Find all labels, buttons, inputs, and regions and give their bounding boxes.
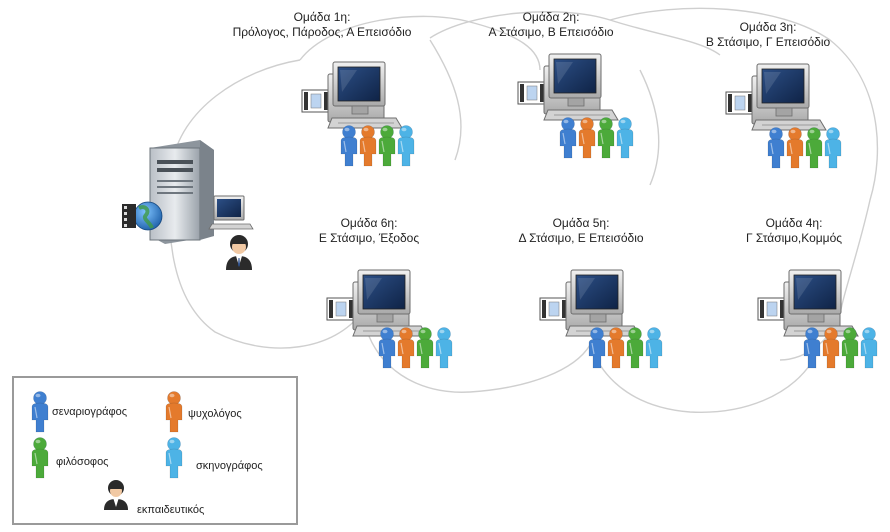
group-5-desc: Δ Στάσιμο, Ε Επεισόδιο	[518, 231, 644, 245]
psychologist-icon	[397, 326, 415, 369]
legend-set-designer-label: σκηνογράφος	[196, 460, 263, 472]
group-6-name: Ομάδα 6η:	[340, 216, 398, 230]
group-1-name: Ομάδα 1η:	[293, 10, 351, 24]
philosopher-icon	[841, 326, 859, 369]
group-6-label: Ομάδα 6η: Ε Στάσιμο, Έξοδος	[298, 216, 440, 246]
philosopher-icon	[378, 124, 396, 167]
ring-path	[168, 59, 363, 349]
teacher-legend-icon	[104, 480, 128, 510]
screenwriter-icon	[378, 326, 396, 369]
group-2-cluster	[517, 53, 634, 159]
screenwriter-icon	[31, 390, 49, 433]
group-5-cluster	[539, 269, 663, 369]
group-3-label: Ομάδα 3η: Β Στάσιμο, Γ Επεισόδιο	[680, 20, 856, 50]
group-6-cluster	[326, 269, 453, 369]
philosopher-icon	[31, 436, 49, 479]
group-5-name: Ομάδα 5η:	[552, 216, 610, 230]
ring-path	[429, 39, 462, 161]
legend: σεναριογράφος ψυχολόγος φιλόσοφος σκηνογ…	[12, 376, 298, 525]
legend-teacher-label: εκπαιδευτικός	[137, 504, 205, 516]
computer-icon	[725, 63, 827, 131]
psychologist-icon	[165, 390, 183, 433]
group-4-name: Ομάδα 4η:	[765, 216, 823, 230]
group-3-cluster	[725, 63, 842, 169]
teacher-icon	[226, 235, 252, 270]
computer-icon	[301, 61, 403, 129]
set-designer-icon	[397, 124, 415, 167]
group-3-desc: Β Στάσιμο, Γ Επεισόδιο	[705, 35, 831, 49]
screenwriter-icon	[340, 124, 358, 167]
group-4-cluster	[757, 269, 878, 369]
legend-philosopher-label: φιλόσοφος	[56, 456, 109, 468]
psychologist-icon	[822, 326, 840, 369]
psychologist-icon	[359, 124, 377, 167]
group-3-name: Ομάδα 3η:	[739, 20, 797, 34]
philosopher-icon	[626, 326, 644, 369]
group-2-name: Ομάδα 2η:	[522, 10, 580, 24]
screenwriter-icon	[559, 116, 577, 159]
group-1-cluster	[301, 61, 415, 167]
group-6-desc: Ε Στάσιμο, Έξοδος	[318, 231, 420, 245]
legend-icons	[31, 390, 183, 510]
set-designer-icon	[645, 326, 663, 369]
computer-icon	[517, 53, 619, 121]
group-4-label: Ομάδα 4η: Γ Στάσιμο,Κομμός	[720, 216, 868, 246]
ring-path	[429, 11, 721, 56]
legend-screenwriter-label: σεναριογράφος	[52, 406, 128, 418]
ring-path	[639, 69, 660, 186]
group-2-label: Ομάδα 2η: Α Στάσιμο, Β Επεισόδιο	[456, 10, 646, 40]
group-4-desc: Γ Στάσιμο,Κομμός	[745, 231, 843, 245]
psychologist-icon	[607, 326, 625, 369]
set-designer-icon	[616, 116, 634, 159]
set-designer-icon	[435, 326, 453, 369]
group-5-label: Ομάδα 5η: Δ Στάσιμο, Ε Επεισόδιο	[496, 216, 666, 246]
screenwriter-icon	[588, 326, 606, 369]
computer-icon	[326, 269, 428, 337]
ring-path	[589, 344, 813, 413]
screenwriter-icon	[803, 326, 821, 369]
philosopher-icon	[416, 326, 434, 369]
computer-icon	[539, 269, 641, 337]
legend-psychologist-label: ψυχολόγος	[188, 408, 242, 420]
screenwriter-icon	[767, 126, 785, 169]
group-1-desc: Πρόλογος, Πάροδος, Α Επεισόδιο	[232, 25, 412, 39]
set-designer-icon	[165, 436, 183, 479]
teacher-computer-icon	[208, 195, 254, 230]
ring-path	[299, 15, 541, 71]
psychologist-icon	[578, 116, 596, 159]
group-1-label: Ομάδα 1η: Πρόλογος, Πάροδος, Α Επεισόδιο	[212, 10, 432, 40]
set-designer-icon	[860, 326, 878, 369]
psychologist-icon	[786, 126, 804, 169]
philosopher-icon	[805, 126, 823, 169]
group-2-desc: Α Στάσιμο, Β Επεισόδιο	[488, 25, 614, 39]
globe-icon	[122, 201, 163, 231]
server-icon	[149, 140, 214, 244]
ring-path	[609, 7, 879, 306]
philosopher-icon	[597, 116, 615, 159]
set-designer-icon	[824, 126, 842, 169]
